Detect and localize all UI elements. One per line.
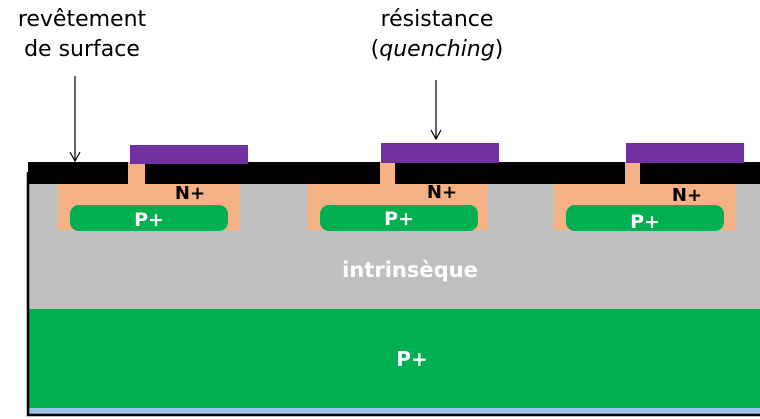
device-outline xyxy=(26,172,760,417)
n-plus-label-3: N+ xyxy=(672,185,702,206)
resistance-arrow xyxy=(430,80,442,141)
p-plus-implant xyxy=(320,205,478,231)
back-contact xyxy=(28,408,760,414)
quenching-resistor-3 xyxy=(626,143,744,163)
intrinsic-label: intrinsèque xyxy=(342,258,478,282)
resistance-label-line2: (quenching) xyxy=(371,37,504,62)
resistance-label-line1: résistance xyxy=(381,7,494,32)
p-plus-implant xyxy=(566,205,724,231)
contact-openings xyxy=(128,162,640,184)
n-plus-label-2: N+ xyxy=(427,182,457,203)
substrate-label: P+ xyxy=(396,347,427,371)
surface-coating-label-line1: revêtement xyxy=(18,7,147,32)
quenching-resistor-1 xyxy=(130,145,248,164)
p-plus-label-3: P+ xyxy=(630,211,660,233)
quenching-resistors xyxy=(130,143,744,164)
p-plus-label-1: P+ xyxy=(134,209,164,231)
p-plus-implant xyxy=(70,205,228,231)
pixel-3 xyxy=(553,176,735,231)
quenching-resistor-2 xyxy=(381,143,499,163)
surface-coating xyxy=(28,162,760,184)
surface-coating-label-line2: de surface xyxy=(24,37,140,62)
pixel-2 xyxy=(307,176,487,231)
substrate-region xyxy=(28,309,760,408)
p-plus-label-2: P+ xyxy=(384,208,414,230)
n-plus-label-1: N+ xyxy=(175,183,205,204)
surface-coating-arrow xyxy=(69,76,81,163)
pixel-1 xyxy=(58,176,240,231)
